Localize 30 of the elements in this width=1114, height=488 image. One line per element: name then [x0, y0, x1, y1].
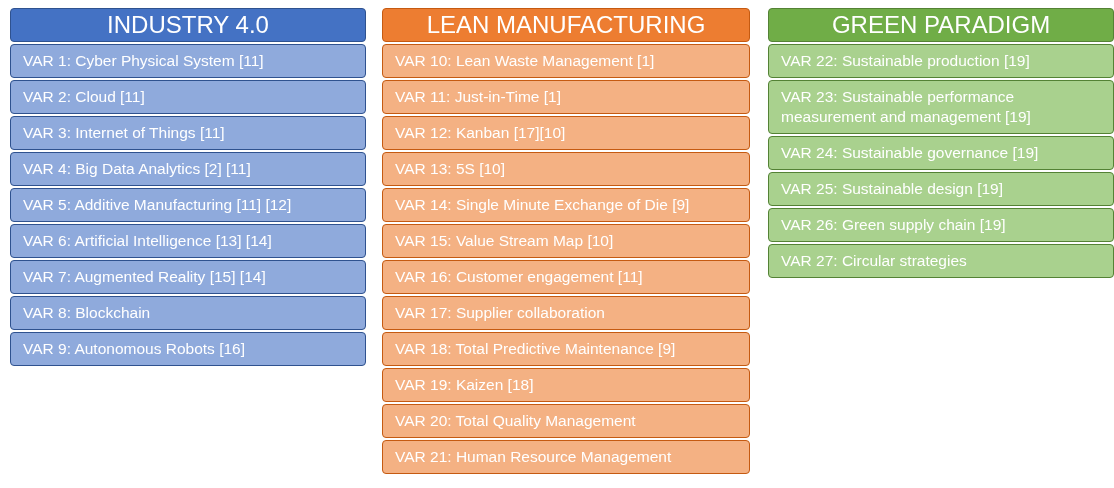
variable-box: VAR 12: Kanban [17][10] — [382, 116, 750, 150]
variable-box: VAR 15: Value Stream Map [10] — [382, 224, 750, 258]
variable-box: VAR 13: 5S [10] — [382, 152, 750, 186]
category-header: INDUSTRY 4.0 — [10, 8, 366, 42]
variable-box: VAR 22: Sustainable production [19] — [768, 44, 1114, 78]
variable-box: VAR 2: Cloud [11] — [10, 80, 366, 114]
variable-box: VAR 16: Customer engagement [11] — [382, 260, 750, 294]
variable-box: VAR 21: Human Resource Management — [382, 440, 750, 474]
variable-box: VAR 23: Sustainable performance measurement and management [19] — [768, 80, 1114, 134]
variable-box: VAR 19: Kaizen [18] — [382, 368, 750, 402]
category-header: LEAN MANUFACTURING — [382, 8, 750, 42]
category-header: GREEN PARADIGM — [768, 8, 1114, 42]
variable-box: VAR 10: Lean Waste Management [1] — [382, 44, 750, 78]
variable-box: VAR 8: Blockchain — [10, 296, 366, 330]
variable-box: VAR 9: Autonomous Robots [16] — [10, 332, 366, 366]
variable-box: VAR 3: Internet of Things [11] — [10, 116, 366, 150]
variable-box: VAR 18: Total Predictive Maintenance [9] — [382, 332, 750, 366]
variable-box: VAR 20: Total Quality Management — [382, 404, 750, 438]
variable-box: VAR 24: Sustainable governance [19] — [768, 136, 1114, 170]
variable-box: VAR 7: Augmented Reality [15] [14] — [10, 260, 366, 294]
variable-box: VAR 27: Circular strategies — [768, 244, 1114, 278]
variable-box: VAR 4: Big Data Analytics [2] [11] — [10, 152, 366, 186]
variable-box: VAR 11: Just-in-Time [1] — [382, 80, 750, 114]
variable-box: VAR 26: Green supply chain [19] — [768, 208, 1114, 242]
variable-box: VAR 25: Sustainable design [19] — [768, 172, 1114, 206]
variable-box: VAR 6: Artificial Intelligence [13] [14] — [10, 224, 366, 258]
variable-box: VAR 17: Supplier collaboration — [382, 296, 750, 330]
variable-box: VAR 1: Cyber Physical System [11] — [10, 44, 366, 78]
variable-box: VAR 14: Single Minute Exchange of Die [9] — [382, 188, 750, 222]
variable-box: VAR 5: Additive Manufacturing [11] [12] — [10, 188, 366, 222]
